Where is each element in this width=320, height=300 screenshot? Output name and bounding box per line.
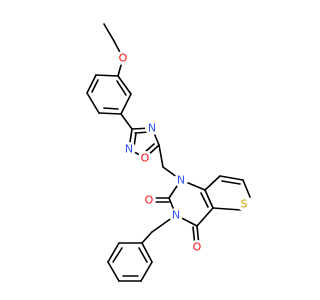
atom-label-oxadiazole-n4: N bbox=[148, 122, 156, 135]
atom-label-pyrimidine-n1: N bbox=[177, 174, 185, 187]
bond-ph2-inner-a bbox=[112, 247, 123, 263]
bond-ph1-inner-a bbox=[91, 79, 99, 93]
bond-oxd-ch2 bbox=[158, 144, 164, 168]
atom-label-thiophene-s: S bbox=[241, 198, 248, 211]
atom-pyrimidine-n1: N bbox=[174, 173, 188, 187]
bond-s-c4a bbox=[212, 207, 242, 211]
atom-label-carbonyl-o4: O bbox=[193, 241, 202, 254]
atom-layer: O N O N N O N O bbox=[116, 51, 251, 254]
atom-pyrimidine-n3: N bbox=[169, 208, 183, 222]
bond-ch2-phenyl bbox=[141, 231, 153, 244]
bond-ph1-inner-b bbox=[103, 107, 119, 110]
bond-ph1-c2c3 bbox=[86, 74, 97, 94]
bond-c6-s bbox=[242, 179, 251, 198]
bond-ph2-c6c1 bbox=[141, 242, 153, 263]
molecule-structure: O N O N N O N O bbox=[86, 23, 251, 282]
atom-carbonyl-o2: O bbox=[142, 193, 156, 207]
bond-ph1-inner-c bbox=[116, 80, 127, 96]
bond-ph1-c4c5 bbox=[98, 112, 122, 115]
bond-layer bbox=[86, 23, 251, 282]
atom-label-oxadiazole-o1: O bbox=[141, 152, 150, 165]
bond-c7-c6-inner bbox=[221, 180, 241, 185]
bond-phenyl-oxadiazole bbox=[120, 113, 133, 130]
bond-ph2-c3c4 bbox=[107, 261, 120, 282]
bond-ph1-c6c1 bbox=[117, 75, 132, 95]
bond-c4-c4a bbox=[196, 207, 214, 227]
bond-c4a-c7a bbox=[204, 189, 214, 209]
bond-c7-c6 bbox=[219, 175, 244, 181]
atom-oxadiazole-n4: N bbox=[145, 121, 159, 135]
atom-ether-oxygen: O bbox=[116, 51, 130, 65]
bond-ph2-c5c6 bbox=[140, 261, 153, 282]
atom-label-oxadiazole-n2: N bbox=[125, 143, 133, 156]
bond-ph1-c1c2 bbox=[95, 74, 119, 77]
bond-c7a-c7 bbox=[204, 175, 221, 191]
atom-thiophene-s: S bbox=[237, 197, 251, 211]
bond-ph1-c5c6 bbox=[120, 93, 132, 115]
atom-carbonyl-o4: O bbox=[190, 240, 204, 254]
bond-ph1-c3c4 bbox=[86, 92, 100, 114]
bond-ph2-c2c3 bbox=[107, 242, 120, 263]
atom-label-ether-oxygen: O bbox=[119, 52, 128, 65]
bond-c4a-c7a-inner bbox=[200, 192, 209, 208]
atom-oxadiazole-n2: N bbox=[122, 142, 136, 156]
atom-label-carbonyl-o2: O bbox=[145, 194, 154, 207]
atom-oxadiazole-o1: O bbox=[138, 151, 152, 165]
bond-ph2-inner-c bbox=[138, 247, 148, 263]
atom-label-pyrimidine-n3: N bbox=[172, 209, 180, 222]
bond-ch3-ch2 bbox=[103, 23, 115, 42]
